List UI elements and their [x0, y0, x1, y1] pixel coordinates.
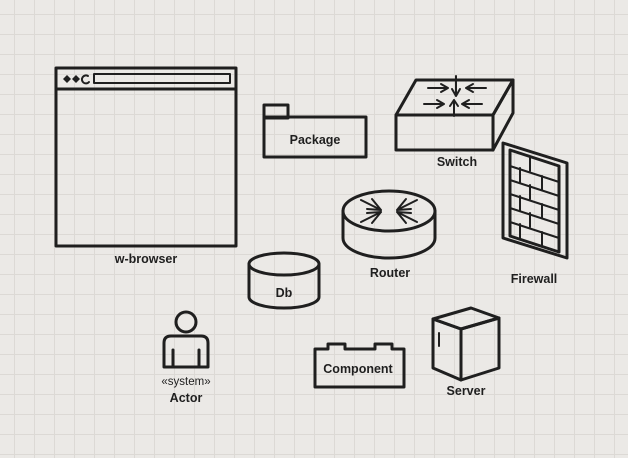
- server-icon: [431, 306, 501, 382]
- browser-label: w-browser: [114, 252, 178, 266]
- db-label: Db: [276, 286, 293, 300]
- component-node[interactable]: Component: [313, 342, 406, 389]
- package-label: Package: [290, 133, 341, 147]
- server-label: Server: [447, 384, 486, 398]
- firewall-node[interactable]: Firewall: [501, 141, 569, 286]
- server-node[interactable]: Server: [431, 306, 501, 398]
- actor-node[interactable]: «system» Actor: [161, 310, 211, 405]
- switch-node[interactable]: Switch: [394, 75, 515, 169]
- switch-label: Switch: [437, 155, 477, 169]
- browser-node[interactable]: w-browser: [54, 66, 238, 266]
- firewall-icon: [501, 141, 569, 260]
- db-node[interactable]: Db: [247, 251, 321, 310]
- package-icon: [262, 103, 368, 159]
- actor-stereotype: «system»: [161, 376, 210, 388]
- switch-icon: [394, 75, 515, 152]
- firewall-label: Firewall: [511, 272, 558, 286]
- actor-icon: [162, 310, 210, 369]
- router-icon: [341, 189, 437, 260]
- router-node[interactable]: Router: [341, 189, 437, 280]
- database-icon: [247, 251, 321, 310]
- actor-label: Actor: [170, 391, 203, 405]
- package-node[interactable]: Package: [262, 103, 368, 159]
- component-label: Component: [323, 362, 393, 376]
- component-icon: [313, 342, 406, 389]
- browser-window-icon: [54, 66, 238, 248]
- router-label: Router: [370, 266, 410, 280]
